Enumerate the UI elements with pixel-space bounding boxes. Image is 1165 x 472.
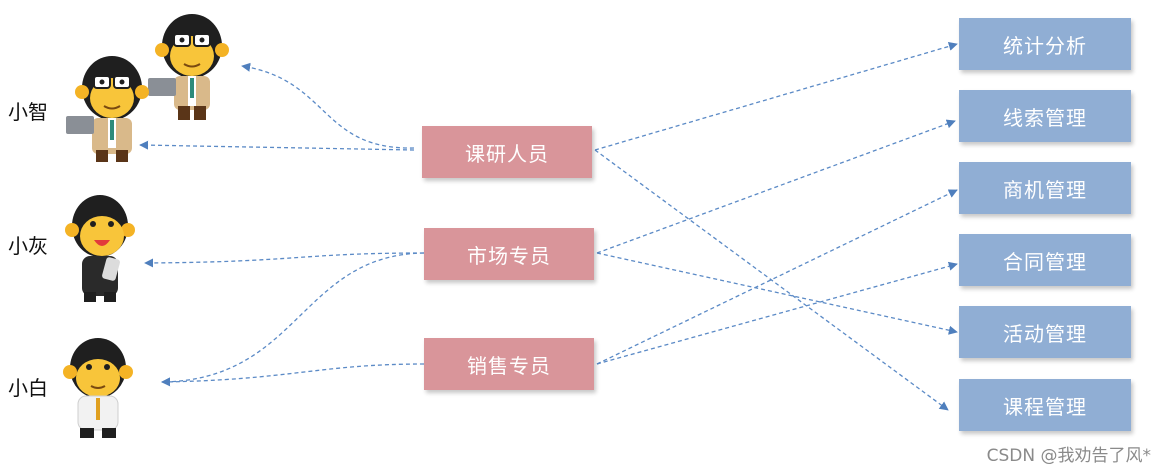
role-shichang: 市场专员 <box>424 228 594 280</box>
link-keyan-to-kecheng <box>594 149 949 411</box>
watermark: CSDN @我劝告了风* <box>986 446 1151 466</box>
mascot-phone-icon <box>65 195 135 302</box>
link-role-keyan-to-xiaozhi <box>139 140 415 151</box>
module-shangji: 商机管理 <box>959 162 1131 214</box>
person-name-xiaohui: 小灰 <box>8 234 48 258</box>
mascot-laptop-icon <box>148 14 229 120</box>
module-huodong: 活动管理 <box>959 306 1131 358</box>
link-role-keyan-to-xiaozhi-upper <box>241 62 415 149</box>
module-kecheng: 课程管理 <box>959 379 1131 431</box>
link-xiaoshou-to-shangji <box>596 189 958 365</box>
link-role-shichang-to-xiaohui <box>144 252 425 268</box>
mascot-shirt-icon <box>63 338 133 438</box>
link-keyan-to-tongji <box>594 41 958 151</box>
link-xiaoshou-to-hetong <box>596 261 958 365</box>
link-role-shichang-to-xiaobai <box>161 252 425 387</box>
role-keyan: 课研人员 <box>422 126 592 178</box>
module-tongji: 统计分析 <box>959 18 1131 70</box>
person-name-xiaobai: 小白 <box>8 376 48 400</box>
person-name-xiaozhi: 小智 <box>8 100 48 124</box>
mascot-laptop-icon <box>66 56 149 162</box>
module-hetong: 合同管理 <box>959 234 1131 286</box>
link-shichang-to-xiansuo <box>596 119 956 254</box>
module-xiansuo: 线索管理 <box>959 90 1131 142</box>
role-xiaoshou: 销售专员 <box>424 338 594 390</box>
link-shichang-to-huodong <box>596 252 958 335</box>
link-role-xiaoshou-to-xiaobai <box>161 363 425 387</box>
